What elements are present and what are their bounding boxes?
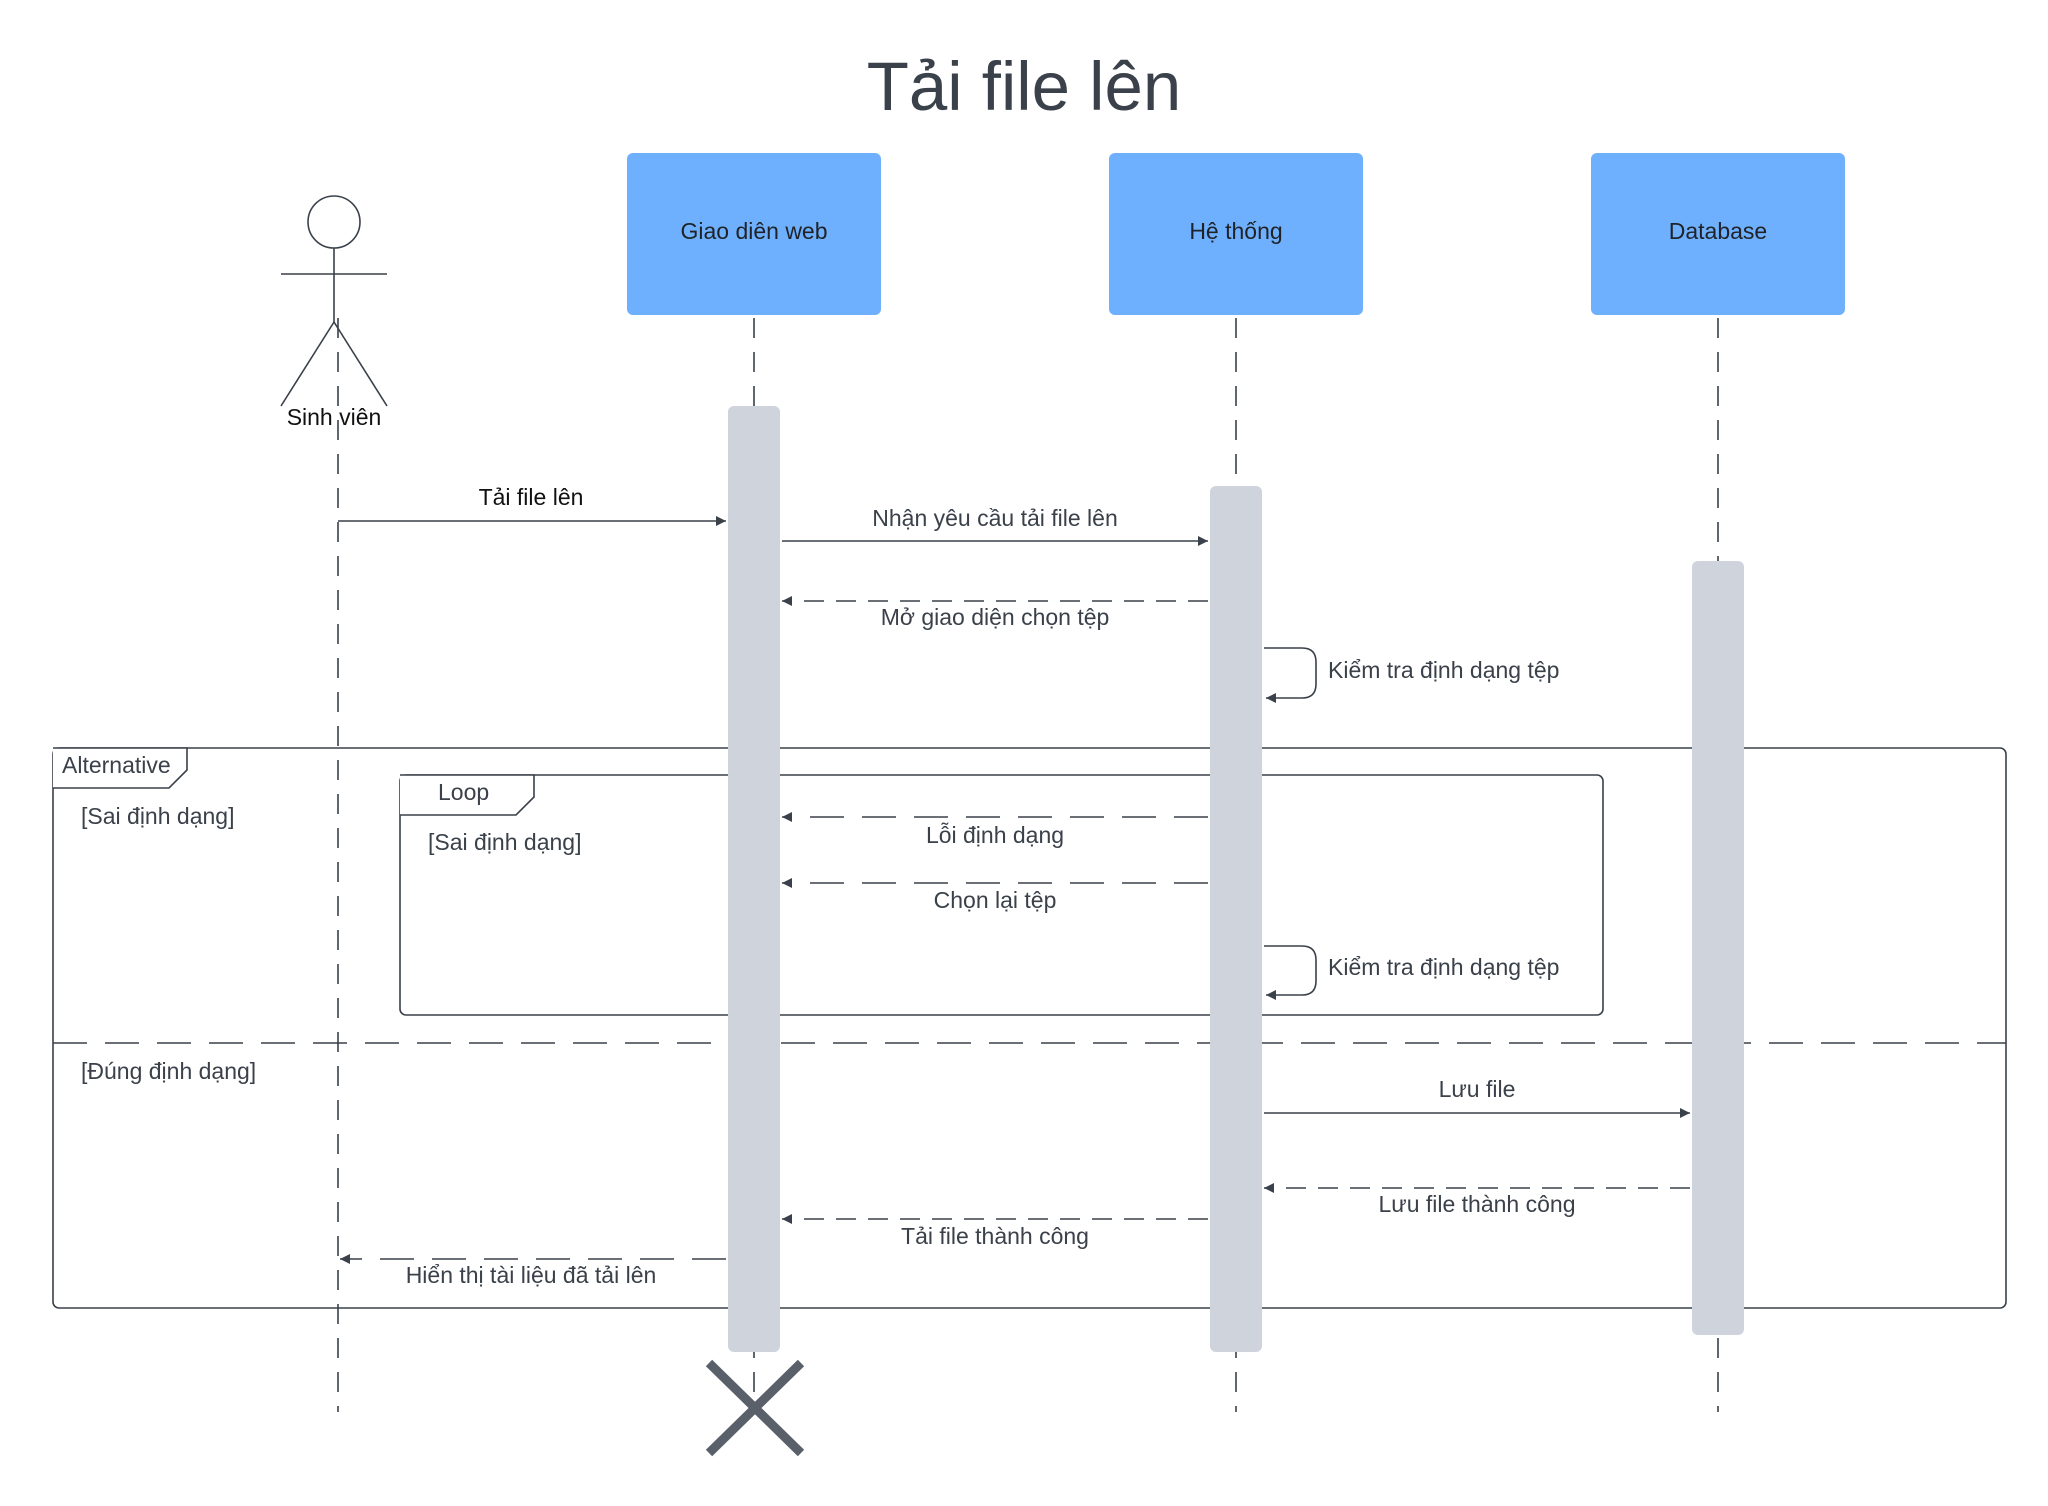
alternative-frame xyxy=(52,747,2007,1309)
message-format-error-label: Lỗi định dạng xyxy=(926,822,1064,848)
participant-system-label: Hệ thống xyxy=(1189,218,1282,244)
message-open-picker-label: Mở giao diện chọn tệp xyxy=(881,604,1110,630)
alternative-frame-tag: Alternative xyxy=(62,752,171,778)
alternative-guard-wrong: [Sai định dạng] xyxy=(81,803,234,829)
loop-frame-tag: Loop xyxy=(438,779,489,805)
loop-guard: [Sai định dạng] xyxy=(428,829,581,855)
loop-frame xyxy=(399,774,1604,1016)
participant-database: Database xyxy=(1591,153,1845,315)
message-check-format xyxy=(1264,647,1317,703)
alternative-guard-right: [Đúng định dạng] xyxy=(81,1058,256,1084)
participant-database-label: Database xyxy=(1669,218,1767,244)
participant-system: Hệ thống xyxy=(1109,153,1363,315)
activation-web xyxy=(728,406,780,1352)
message-receive-request-label: Nhận yêu cầu tải file lên xyxy=(872,505,1118,531)
message-check-format-again xyxy=(1264,945,1317,1000)
message-upload-label: Tải file lên xyxy=(479,484,584,510)
message-save-success-label: Lưu file thành công xyxy=(1379,1191,1576,1217)
diagram-title: Tải file lên xyxy=(867,48,1181,125)
actor-label: Sinh viên xyxy=(287,404,382,430)
destroy-x-icon xyxy=(705,1359,805,1457)
message-reselect-label: Chọn lại tệp xyxy=(934,887,1057,913)
message-check-format-label: Kiểm tra định dạng tệp xyxy=(1328,657,1559,683)
activation-database xyxy=(1692,561,1744,1335)
participant-web: Giao diên web xyxy=(627,153,881,315)
stick-figure-icon xyxy=(280,195,388,407)
message-save-file-label: Lưu file xyxy=(1439,1076,1516,1102)
message-upload-success-label: Tải file thành công xyxy=(901,1223,1089,1249)
activation-system xyxy=(1210,486,1262,1352)
message-check-format-again-label: Kiểm tra định dạng tệp xyxy=(1328,954,1559,980)
message-show-document-label: Hiển thị tài liệu đã tải lên xyxy=(406,1262,657,1288)
participant-web-label: Giao diên web xyxy=(680,218,827,244)
